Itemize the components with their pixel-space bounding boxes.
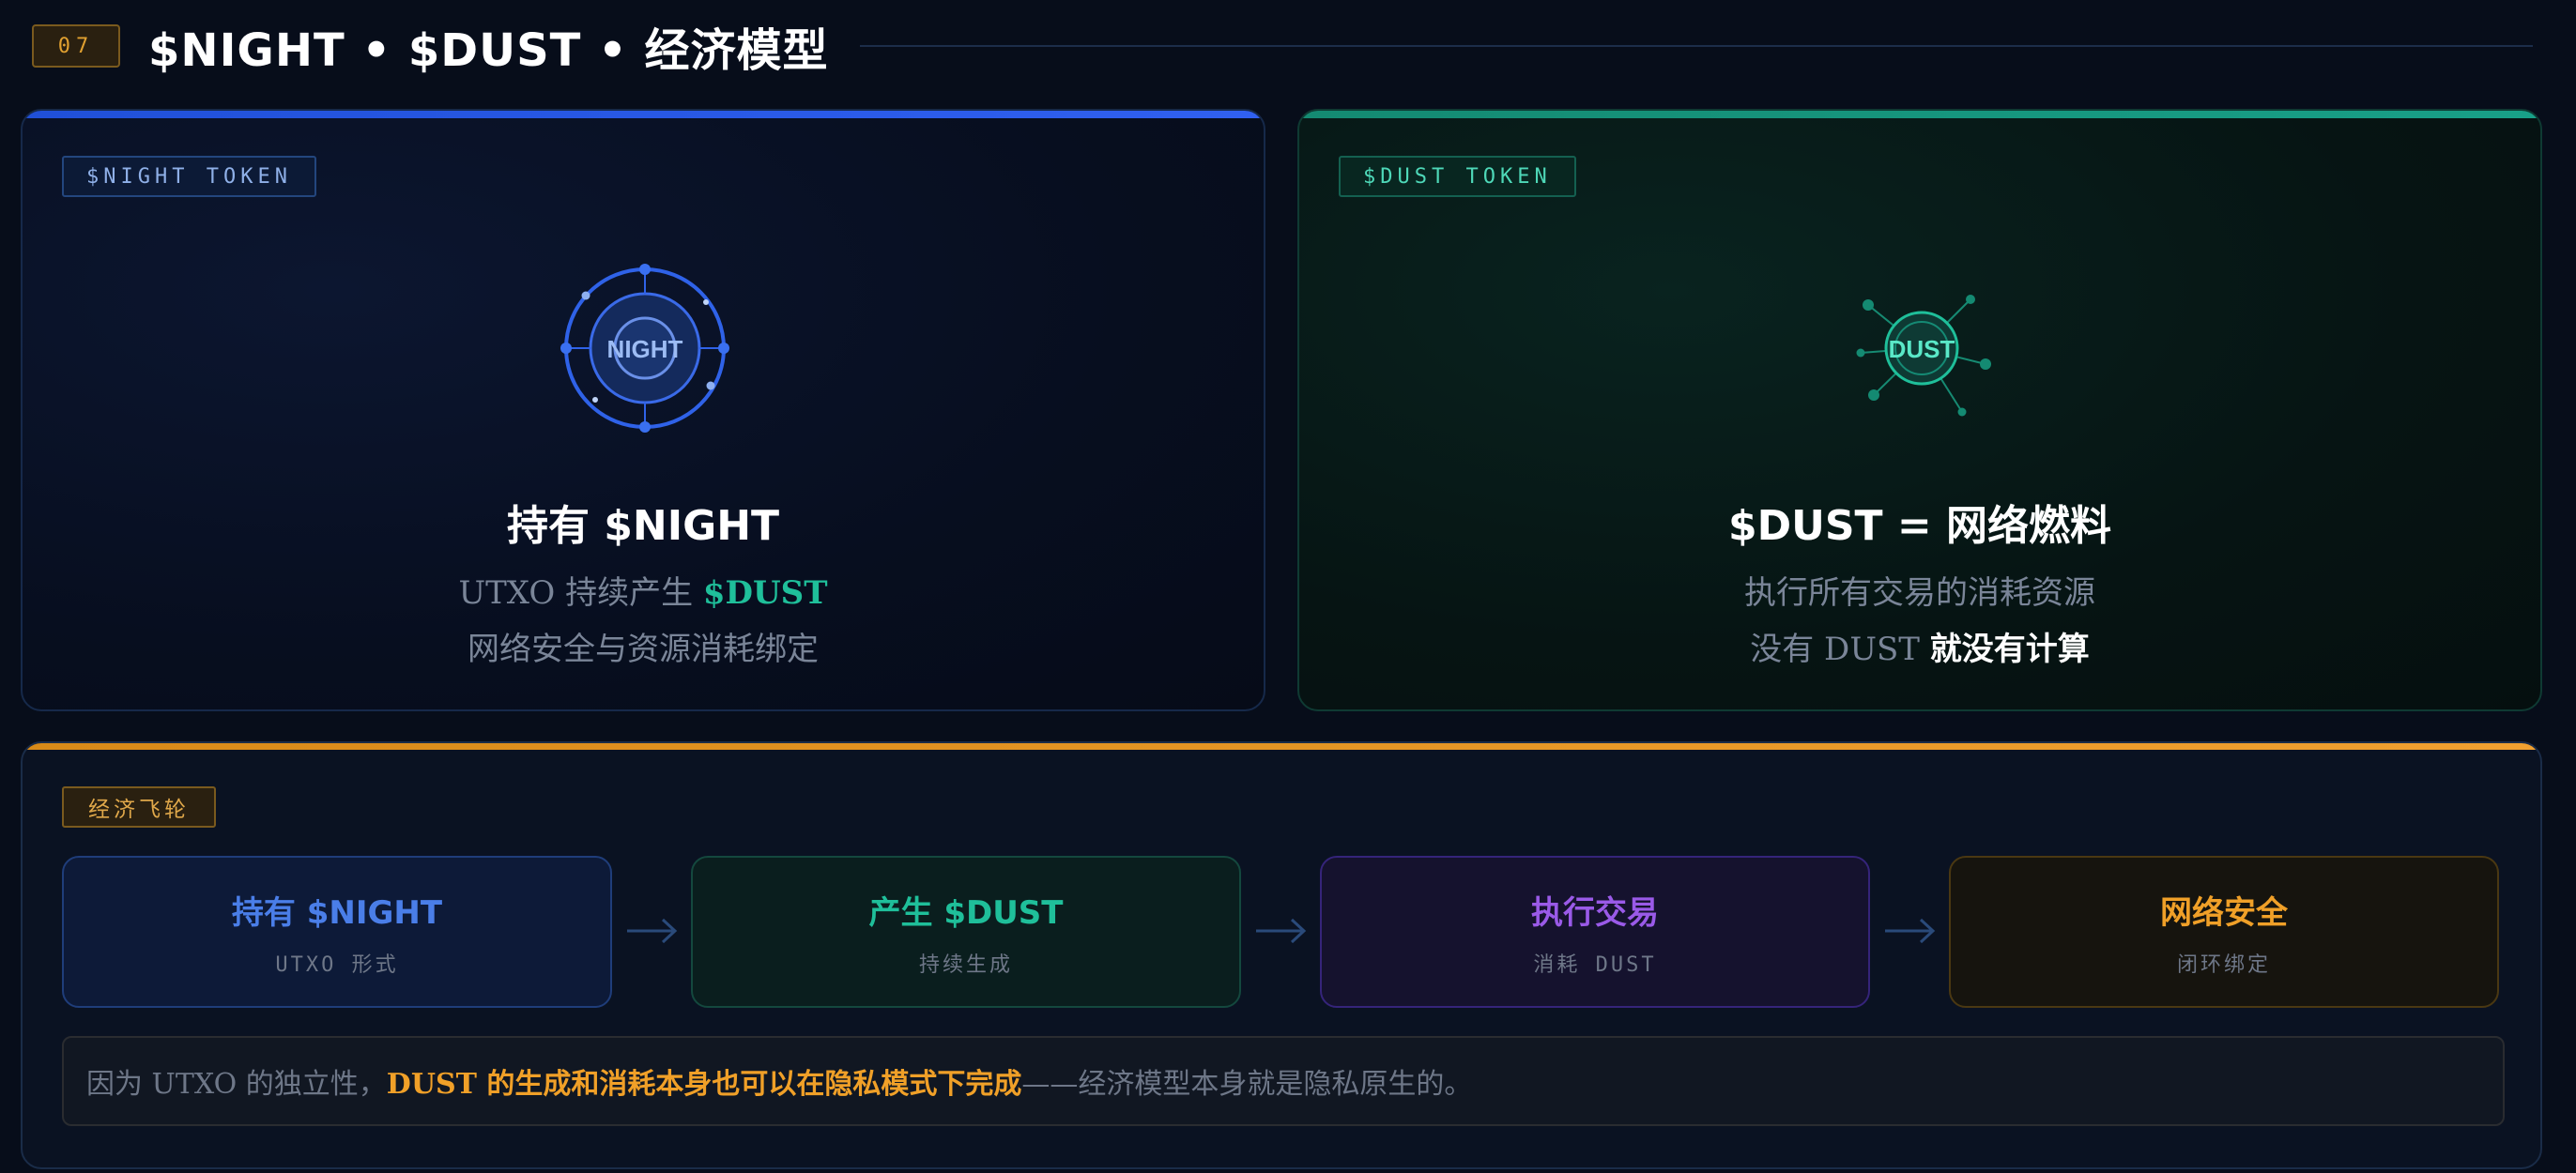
dust-icon-label: DUST: [1889, 335, 1955, 363]
step-title: 产生 $DUST: [868, 893, 1064, 932]
economic-flywheel-panel: 经济飞轮 持有 $NIGHT UTXO 形式 产生 $DUST 持续生成 执行交…: [21, 741, 2542, 1169]
step-subtitle: 持续生成: [918, 952, 1013, 977]
dust-card-line-1: 执行所有交易的消耗资源: [1744, 574, 2095, 612]
flywheel-tag: 经济飞轮: [62, 786, 216, 828]
arrow-right-icon: [627, 918, 678, 944]
step-title: 执行交易: [1531, 893, 1659, 932]
title-divider: [860, 45, 2533, 47]
compute-highlight: 就没有计算: [1929, 631, 2090, 668]
night-card-title: 持有 $NIGHT: [506, 502, 780, 550]
note-highlight: DUST 的生成和消耗本身也可以在隐私模式下完成: [386, 1068, 1022, 1101]
night-card-line-1: UTXO 持续产生 $DUST: [458, 574, 828, 612]
panel-accent-bar: [23, 743, 2540, 750]
slide-number-badge: 07: [32, 24, 120, 68]
flywheel-step-network-security: 网络安全 闭环绑定: [1949, 856, 2499, 1008]
card-accent-bar: [23, 111, 1264, 118]
night-card-line-2: 网络安全与资源消耗绑定: [468, 631, 819, 668]
step-subtitle: 消耗 DUST: [1533, 952, 1657, 977]
arrow-right-icon: [1885, 918, 1936, 944]
slide-header: 07 $NIGHT • $DUST • 经济模型: [32, 17, 2533, 77]
privacy-note: 因为 UTXO 的独立性，DUST 的生成和消耗本身也可以在隐私模式下完成——经…: [62, 1036, 2505, 1126]
flywheel-step-execute-tx: 执行交易 消耗 DUST: [1320, 856, 1870, 1008]
dust-card-title: $DUST = 网络燃料: [1727, 502, 2112, 550]
dust-card-line-2: 没有 DUST 就没有计算: [1750, 631, 2090, 668]
dust-token-card: $DUST TOKEN DUST $DUST = 网络燃料 执行所有交易的消耗资…: [1297, 109, 2542, 711]
page-title: $NIGHT • $DUST • 经济模型: [148, 24, 829, 77]
night-token-card: $NIGHT TOKEN NIGHT 持有 $NIGHT UTXO 持续产生 $…: [21, 109, 1265, 711]
card-accent-bar: [1299, 111, 2540, 118]
arrow-right-icon: [1256, 918, 1307, 944]
flywheel-step-generate-dust: 产生 $DUST 持续生成: [691, 856, 1241, 1008]
dust-token-tag: $DUST TOKEN: [1339, 156, 1576, 197]
night-icon-label: NIGHT: [607, 335, 683, 363]
step-subtitle: 闭环绑定: [2176, 952, 2271, 977]
step-title: 网络安全: [2160, 893, 2288, 932]
step-subtitle: UTXO 形式: [275, 952, 399, 977]
night-token-tag: $NIGHT TOKEN: [62, 156, 316, 197]
night-orbit-icon: NIGHT: [560, 264, 729, 433]
step-title: 持有 $NIGHT: [231, 893, 443, 932]
dust-highlight: $DUST: [702, 574, 828, 612]
flywheel-step-hold-night: 持有 $NIGHT UTXO 形式: [62, 856, 612, 1008]
dust-network-icon: DUST: [1856, 295, 1991, 417]
